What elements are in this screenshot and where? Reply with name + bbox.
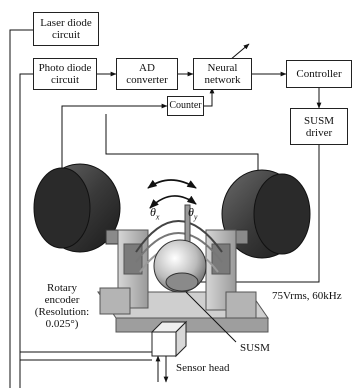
signal-lines xyxy=(9,29,322,388)
mechanism-illustration xyxy=(33,163,311,358)
ad-converter-line2: converter xyxy=(126,74,168,86)
ad-converter-line1: AD xyxy=(139,62,155,74)
encoder-right-line xyxy=(105,114,259,182)
susm-driver-line2: driver xyxy=(305,126,333,139)
rotary-encoder-label: Rotary encoder (Resolution: 0.025°) xyxy=(30,282,94,330)
theta-y-symbol: θ xyxy=(188,205,194,219)
controller-box: Controller xyxy=(286,60,352,88)
arrow-encoder-to-counter xyxy=(61,103,168,168)
theta-y-subscript: y xyxy=(193,212,198,222)
laser-diode-line2: circuit xyxy=(51,29,81,41)
photo-diode-line xyxy=(19,73,33,388)
theta-x-symbol: θ xyxy=(150,205,156,219)
theta-x-label: θx xyxy=(150,206,159,223)
theta-y-label: θy xyxy=(188,206,197,223)
counter-box: Counter xyxy=(167,96,204,116)
neural-network-line2: network xyxy=(204,74,241,86)
counter-label: Counter xyxy=(169,100,202,111)
laser-diode-line1: Laser diode xyxy=(40,17,92,29)
theta-x-subscript: x xyxy=(155,212,160,222)
driver-to-susm-line xyxy=(196,145,320,283)
arrow-counter-to-nn xyxy=(204,87,215,107)
laser-diode-line xyxy=(9,29,33,388)
controller-label: Controller xyxy=(296,68,342,80)
neural-network-line1: Neural xyxy=(207,62,238,74)
rotary-encoder-line1: Rotary xyxy=(47,282,77,294)
rotary-encoder-line4: 0.025°) xyxy=(45,318,79,330)
susm-label: SUSM xyxy=(240,342,270,354)
photo-diode-line1: Photo diode xyxy=(38,62,92,74)
rotary-encoder-line3: (Resolution: xyxy=(34,306,90,318)
arrow-nn-output xyxy=(229,43,250,61)
photo-diode-line2: circuit xyxy=(50,74,80,86)
sensor-head-label: Sensor head xyxy=(176,362,230,374)
susm-driver-line1: SUSM xyxy=(304,114,334,127)
drive-signal-label: 75Vrms, 60kHz xyxy=(272,290,342,302)
rotary-encoder-line2: encoder xyxy=(44,294,80,306)
